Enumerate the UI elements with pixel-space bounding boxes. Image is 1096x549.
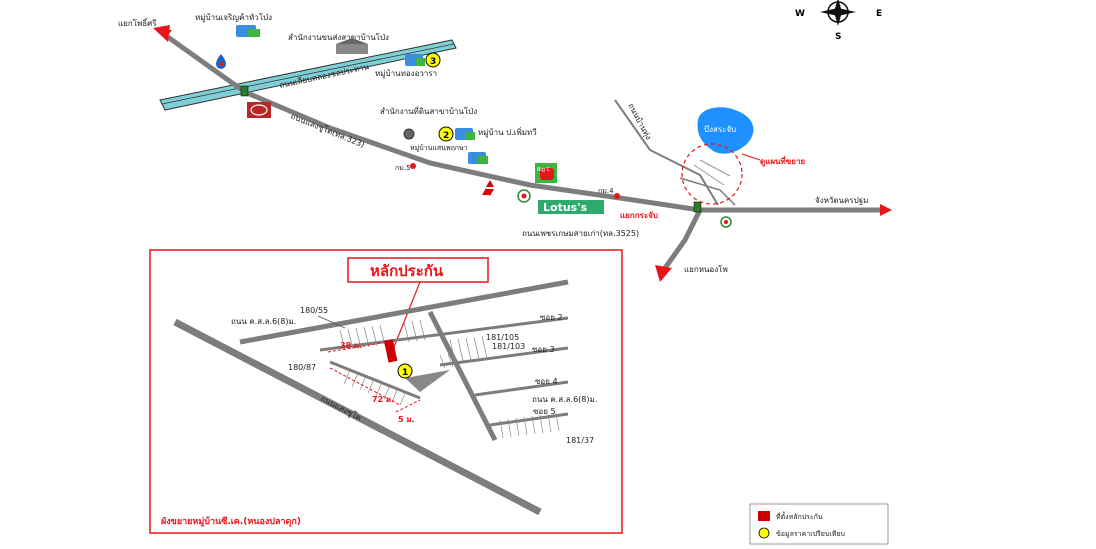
- label-main-road: ถนนแสงชูโต(ทล.323): [289, 111, 366, 151]
- marker-1: 1: [397, 363, 413, 379]
- inset-soi2: ซอย 2: [540, 313, 563, 322]
- arrow-east: [880, 204, 892, 216]
- inset-soi3: ซอย 3: [532, 345, 555, 354]
- inset-plot-181-37: 181/37: [566, 436, 594, 445]
- svg-text:2: 2: [443, 131, 449, 141]
- inset-road-top: ถนน ค.ส.ล.6(8)ม.: [231, 317, 296, 326]
- label-village-2: หมู่บ้าน ป.เพิ่มทวี: [478, 126, 537, 138]
- inset-main-road: ถนนแสงชูโต: [319, 393, 364, 424]
- compass-west: W: [795, 9, 805, 19]
- nissan-logo-icon: [247, 102, 271, 118]
- inset-road-bottom: ถนน ค.ส.ล.6(8)ม.: [532, 395, 597, 404]
- inset-plot-180-87: 180/87: [288, 363, 316, 372]
- seven-eleven-icon-2: [720, 216, 732, 228]
- inset-plot-181-103: 181/103: [492, 342, 525, 351]
- label-village-3: หมู่บ้านทองอวารา: [375, 69, 437, 79]
- svg-text:1: 1: [402, 368, 408, 378]
- traffic-light-icon: [240, 85, 249, 97]
- land-office-icon: [403, 128, 415, 140]
- label-nong-pho: แยกหนองโพ: [684, 264, 728, 274]
- legend: ที่ตั้งหลักประกัน ข้อมูลราคาเปรียบเทียบ: [749, 503, 889, 545]
- legend-collateral: ที่ตั้งหลักประกัน: [776, 510, 823, 521]
- marker-2: 2: [438, 126, 475, 142]
- marker-3: 3: [405, 52, 441, 68]
- inset-triangle: [405, 370, 450, 392]
- seven-eleven-icon: [517, 189, 531, 203]
- label-transport-office: สำนักงานขนส่งสาขาบ้านโป่ง: [288, 32, 389, 42]
- legend-comparison: ข้อมูลราคาเปรียบเทียบ: [776, 530, 845, 538]
- village-mid-icon: [468, 152, 488, 164]
- label-land-office: สำนักงานที่ดินสาขาบ้านโป่ง: [380, 105, 477, 116]
- dim-5: 5 ม.: [398, 415, 415, 424]
- plot-hatching: [339, 319, 560, 439]
- svg-text:3: 3: [430, 57, 436, 67]
- svg-text:Big C: Big C: [537, 167, 551, 173]
- lake: บึงสระจับ: [697, 107, 754, 154]
- label-village-top: หมู่บ้านเจริญค้าหัวโป่ง: [195, 12, 272, 23]
- compass-south: S: [835, 32, 841, 42]
- svg-text:Lotus's: Lotus's: [543, 201, 588, 214]
- fuel-station-icon: [216, 54, 226, 69]
- village-top-icon: [236, 25, 260, 37]
- label-krajap-junction: แยกกระจับ: [620, 211, 658, 220]
- compass-rose: W E S: [795, 0, 882, 42]
- dimension-lines: [327, 341, 421, 413]
- lotus-logo: Lotus's: [538, 200, 604, 214]
- bigc-logo-icon: Big C: [535, 163, 557, 183]
- inset-soi5: ซอย 5: [533, 407, 556, 416]
- arrow-south: [655, 265, 672, 282]
- dim-38: 38 ม.: [340, 341, 362, 350]
- label-zoom: ดูแผนที่ขยาย: [760, 155, 805, 167]
- label-km4: กม.4: [598, 187, 614, 195]
- dim-72: 72 ม.: [372, 395, 394, 404]
- collateral-plot: [384, 339, 398, 363]
- legend-yellow-swatch: [758, 527, 770, 539]
- legend-red-swatch: [758, 511, 770, 521]
- label-to-nakhonpathom: จังหวัดนครปฐม: [815, 196, 868, 205]
- inset-caption: ผังขยายหมู่บ้านซี.เค.(หนองปลาดุก): [161, 516, 301, 527]
- inset-roads: [173, 279, 569, 516]
- inset-plot-181-105: 181/105: [486, 333, 519, 342]
- inset-title-box: หลักประกัน: [347, 257, 489, 283]
- building-icon: [336, 38, 368, 54]
- label-phrae-junction: แยกโพธิ์ศรี: [118, 17, 157, 28]
- inset-title: หลักประกัน: [370, 262, 444, 280]
- zoom-area-circle: [681, 143, 761, 205]
- label-km5: กม.5: [395, 164, 411, 172]
- inset-soi4: ซอย 4: [535, 377, 558, 386]
- mitsubishi-logo-icon: [482, 180, 494, 196]
- compass-east: E: [876, 9, 882, 19]
- traffic-light-junction: [693, 201, 702, 213]
- svg-text:บึงสระจับ: บึงสระจับ: [704, 125, 736, 134]
- inset-frame: [149, 249, 623, 534]
- canal-road: [159, 39, 457, 111]
- label-phetkasem: ถนนเพชรเกษมสายเก่า(ทล.3525): [522, 229, 639, 238]
- label-village-mid: หมู่บ้านแสนพฤกษา: [410, 144, 468, 152]
- inset-plot-180-55: 180/55: [300, 306, 328, 315]
- road-arrows: [153, 25, 892, 282]
